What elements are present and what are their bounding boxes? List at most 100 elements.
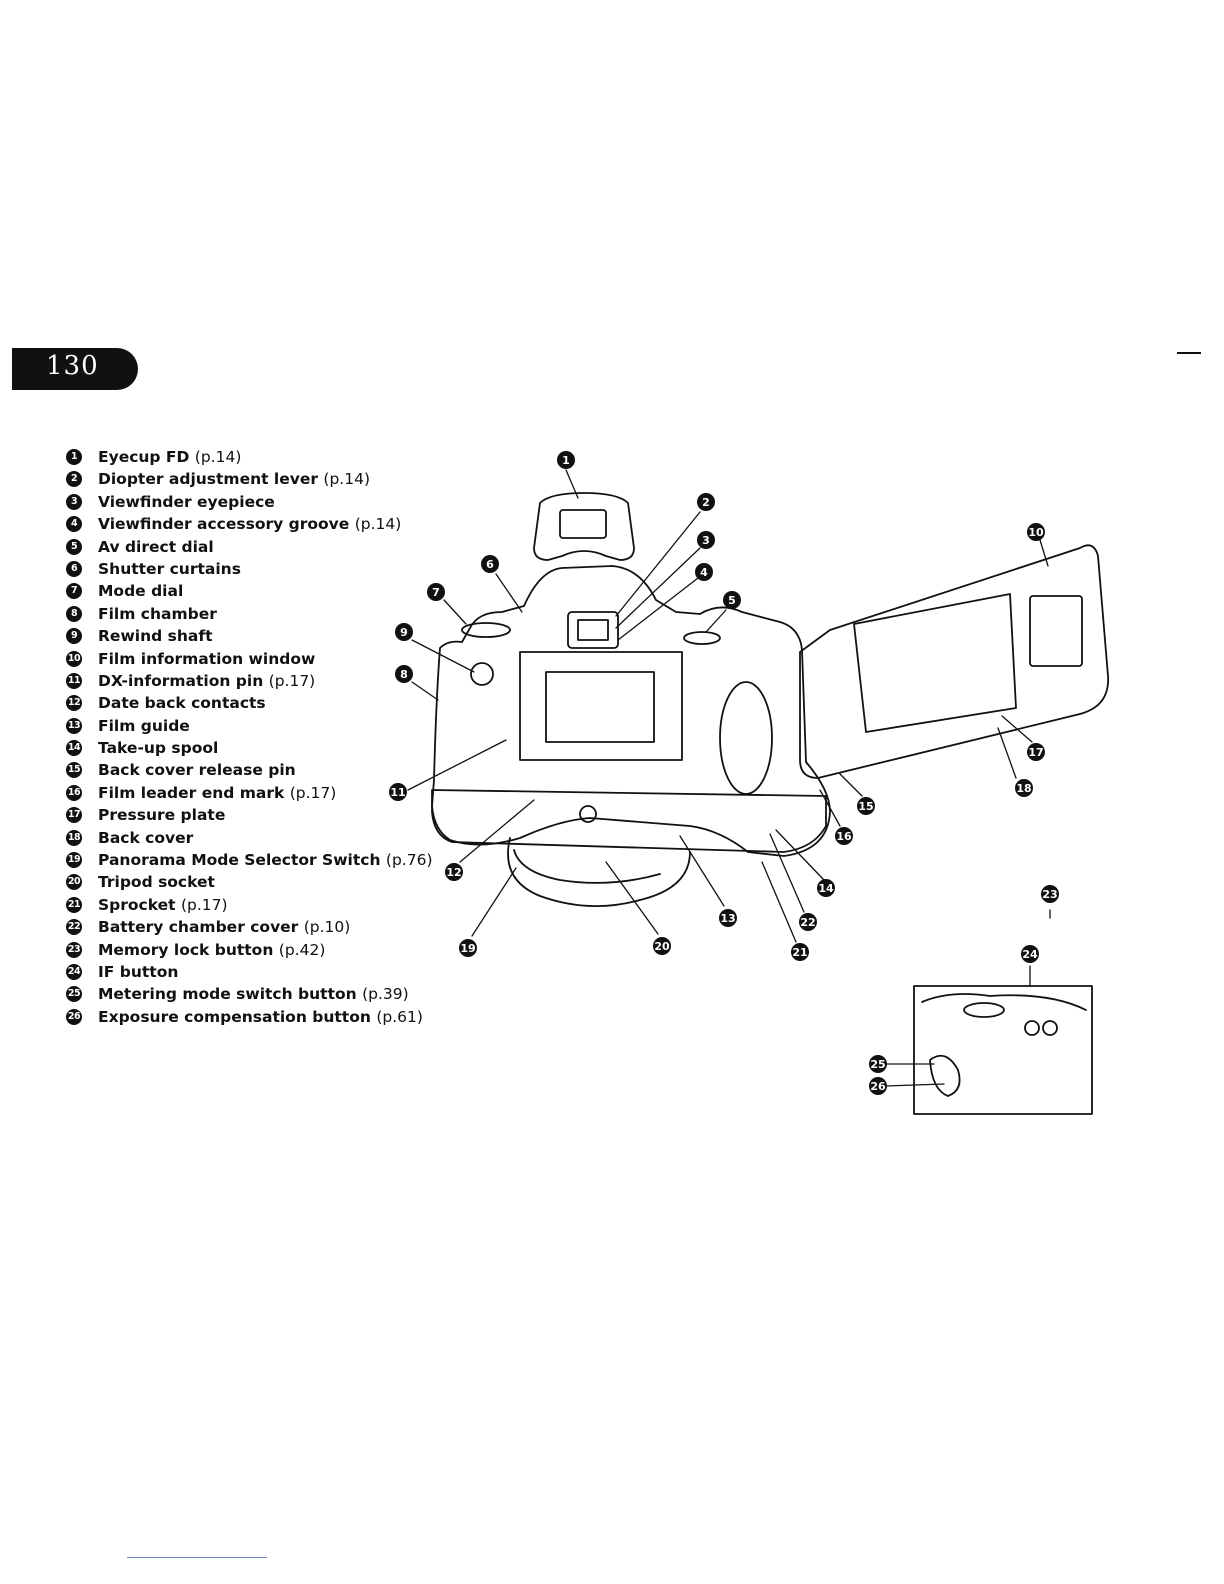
legend-label: IF button: [98, 962, 179, 981]
callout-label: 7: [432, 586, 440, 599]
legend-badge: 8: [66, 605, 82, 622]
legend-label: Film chamber: [98, 604, 217, 623]
legend-label: Shutter curtains: [98, 559, 241, 578]
callout-marker: 5: [723, 591, 741, 609]
legend-label: Mode dial: [98, 582, 184, 601]
callout-label: 18: [1016, 782, 1031, 795]
baseplate-illustration: [431, 789, 827, 853]
callout-label: 8: [400, 668, 408, 681]
callout-label: 19: [460, 942, 475, 955]
leader-line: [705, 609, 727, 633]
legend-badge: 24: [66, 963, 82, 980]
eyepiece-window: [577, 619, 609, 641]
rewind-knob: [470, 662, 494, 686]
callout-marker: 16: [835, 827, 853, 845]
callout-label: 22: [800, 916, 815, 929]
legend-badge: 11: [66, 672, 82, 689]
callout-marker: 11: [389, 783, 407, 801]
lens-ring: [513, 849, 661, 884]
callout-label: 24: [1022, 948, 1038, 961]
legend-label: DX-information pin: [98, 671, 264, 690]
legend-label: Viewfinder accessory groove: [98, 515, 350, 534]
film-info-window: [1029, 595, 1083, 667]
leader-line: [565, 469, 579, 499]
callout-marker: 25: [869, 1055, 887, 1073]
callout-marker: 3: [697, 531, 715, 549]
callout-label: 12: [446, 866, 461, 879]
callout-marker: 17: [1027, 743, 1045, 761]
legend-badge: 18: [66, 829, 82, 846]
legend-label: Take-up spool: [98, 739, 219, 758]
legend-label: Back cover release pin: [98, 761, 296, 780]
callout-marker: 7: [427, 583, 445, 601]
legend-page-ref: (p.14): [323, 470, 371, 489]
legend-label: Viewfinder eyepiece: [98, 492, 275, 511]
leader-line: [443, 599, 467, 625]
legend-page-ref: (p.14): [354, 515, 402, 534]
take-up-spool-illustration: [719, 681, 773, 795]
legend-label: Film information window: [98, 649, 316, 668]
legend-label: Exposure compensation button: [98, 1007, 371, 1026]
leader-line: [997, 727, 1017, 779]
legend-label: Rewind shaft: [98, 627, 213, 646]
legend-badge: 19: [66, 852, 82, 869]
callout-label: 9: [400, 626, 408, 639]
callout-label: 10: [1028, 526, 1044, 539]
callout-marker: 12: [445, 863, 463, 881]
leader-line: [459, 799, 535, 863]
callout-marker: 2: [697, 493, 715, 511]
callout-marker: 22: [799, 913, 817, 931]
eyepiece-frame: [567, 611, 619, 649]
legend-badge: 21: [66, 896, 82, 913]
callout-marker: 23: [1041, 885, 1059, 903]
legend-item: 14 Take-up spool: [66, 737, 466, 759]
bottom-rule: [127, 1557, 267, 1558]
callout-label: 3: [702, 534, 710, 547]
leader-line: [615, 511, 701, 617]
leader-line: [761, 861, 797, 943]
callout-label: 20: [654, 940, 670, 953]
legend-label: Metering mode switch button: [98, 985, 357, 1004]
leader-line: [819, 789, 841, 827]
eyecup-illustration: [533, 492, 635, 561]
legend-badge: 13: [66, 717, 82, 734]
callout-marker: 10: [1027, 523, 1045, 541]
shutter-area: [545, 671, 655, 743]
inset-button: [1042, 1020, 1058, 1036]
leader-line: [839, 773, 863, 797]
callout-label: 13: [720, 912, 735, 925]
callout-marker: 14: [817, 879, 835, 897]
leader-line: [769, 833, 805, 913]
legend-badge: 5: [66, 538, 82, 555]
film-gate: [519, 651, 683, 761]
legend-badge: 17: [66, 807, 82, 824]
callout-marker: 13: [719, 909, 737, 927]
legend-page-ref: (p.17): [289, 783, 337, 802]
legend-label: Date back contacts: [98, 694, 266, 713]
av-dial-illustration: [683, 631, 721, 645]
legend-badge: 9: [66, 628, 82, 645]
legend-label: Film guide: [98, 716, 190, 735]
legend-label: Diopter adjustment lever: [98, 470, 319, 489]
callout-marker: 4: [695, 563, 713, 581]
legend-badge: 14: [66, 740, 82, 757]
leader-line: [885, 1083, 945, 1087]
callout-label: 14: [818, 882, 834, 895]
legend-page-ref: (p.42): [278, 940, 326, 959]
legend-badge: 3: [66, 493, 82, 510]
leader-lines: [407, 469, 1051, 1087]
inset-switch-outline: [929, 1054, 961, 1097]
leader-line: [617, 577, 699, 641]
legend-page-ref: (p.17): [268, 671, 316, 690]
legend-item: 9 Rewind shaft: [66, 625, 466, 647]
callout-label: 25: [870, 1058, 885, 1071]
